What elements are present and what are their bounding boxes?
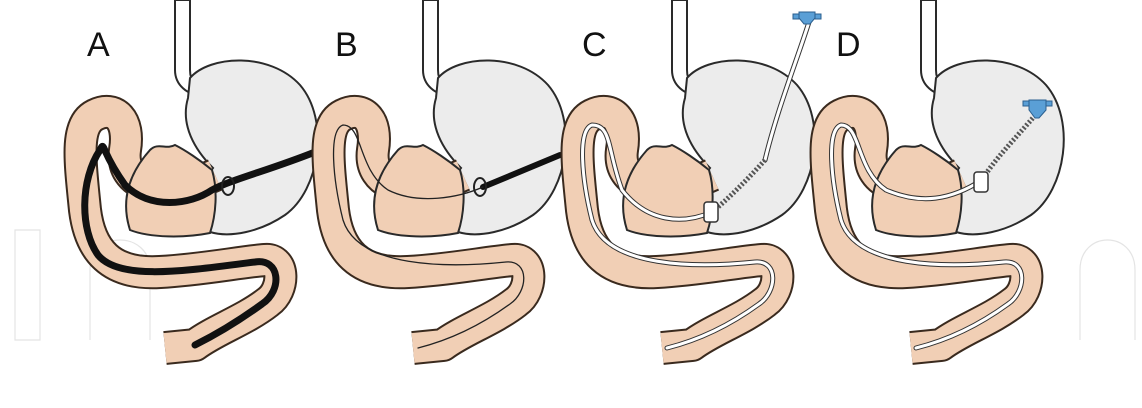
panel-label-c: C — [582, 26, 607, 64]
panel-a: A — [81, 0, 318, 348]
panel-d: D — [827, 0, 1064, 348]
bolster-icon — [704, 202, 718, 222]
panel-c: C — [578, 0, 821, 348]
bolster-icon — [974, 172, 988, 192]
panel-b: B — [329, 0, 566, 348]
panel-label-b: B — [335, 26, 358, 64]
panel-label-a: A — [87, 26, 110, 64]
feeding-port-icon — [793, 12, 821, 24]
panel-label-d: D — [836, 26, 861, 64]
